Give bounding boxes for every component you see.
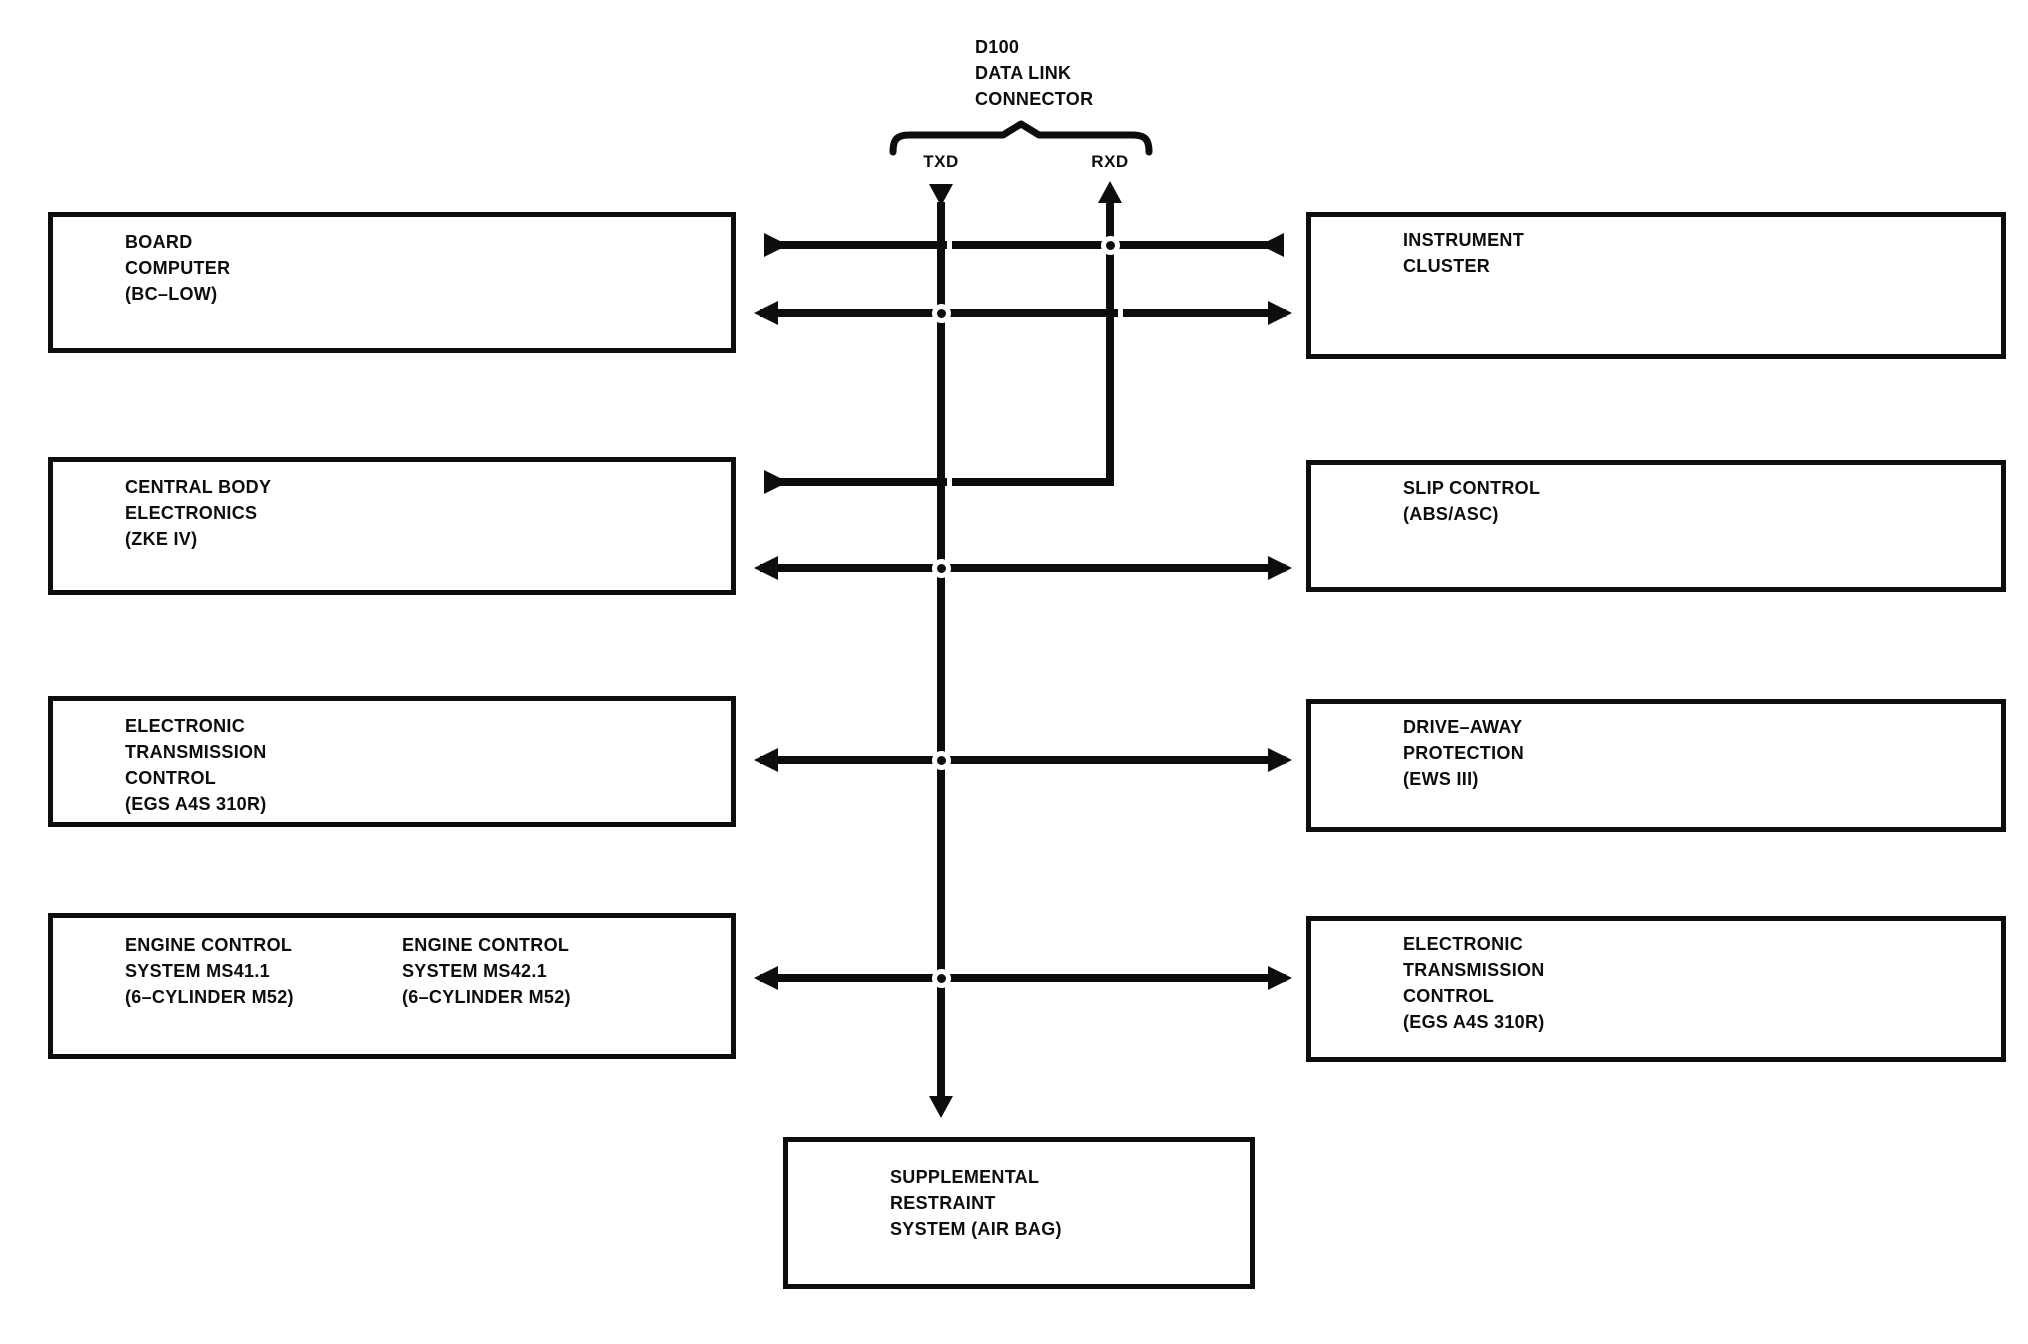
box-line: (ABS/ASC): [1403, 504, 1499, 524]
box-drive-away-protection: DRIVE–AWAY PROTECTION (EWS III): [1306, 699, 2006, 832]
box-line: ELECTRONIC: [1403, 934, 1523, 954]
row2-txd-right-arrowhead-icon: [1268, 556, 1292, 580]
txd-junction-node-row1: [932, 304, 951, 323]
box-line: ELECTRONIC: [125, 716, 245, 736]
row3-txd-left-arrowhead-icon: [754, 748, 778, 772]
txd-bus-line: [937, 202, 945, 1096]
row1-lower-crossover-gap: [1118, 307, 1123, 319]
brace-icon: [889, 120, 1153, 156]
row3-txd-right-arrowhead-icon: [1268, 748, 1292, 772]
txd-bottom-arrowhead-down-icon: [929, 1096, 953, 1118]
box-electronic-transmission-control-right: ELECTRONIC TRANSMISSION CONTROL (EGS A4S…: [1306, 916, 2006, 1062]
box-line: SYSTEM MS42.1: [402, 961, 547, 981]
rxd-bus-line: [1106, 199, 1114, 486]
txd-junction-node-row4: [932, 969, 951, 988]
row3-txd-branch-line: [760, 756, 1286, 764]
row2-upper-crossover-gap: [947, 476, 952, 488]
connector-label-line3: CONNECTOR: [975, 89, 1094, 109]
txd-junction-node-row2: [932, 559, 951, 578]
box-line: INSTRUMENT: [1403, 230, 1524, 250]
rxd-pin-label: RXD: [1091, 152, 1129, 171]
box-line: (6–CYLINDER M52): [125, 987, 294, 1007]
txd-top-arrowhead-down-icon: [929, 184, 953, 206]
box-supplemental-restraint-system: SUPPLEMENTAL RESTRAINT SYSTEM (AIR BAG): [783, 1137, 1255, 1289]
box-line: SLIP CONTROL: [1403, 478, 1541, 498]
box-line: SUPPLEMENTAL: [890, 1167, 1040, 1187]
rxd-junction-node-row1: [1101, 236, 1120, 255]
row1-txd-right-arrowhead-icon: [1268, 301, 1292, 325]
box-engine-control-systems: ENGINE CONTROL SYSTEM MS41.1 (6–CYLINDER…: [48, 913, 736, 1059]
box-line: TRANSMISSION: [125, 742, 267, 762]
row4-txd-branch-line: [760, 974, 1286, 982]
box-line: (EWS III): [1403, 769, 1479, 789]
box-line: DRIVE–AWAY: [1403, 717, 1523, 737]
connector-id: D100: [975, 37, 1020, 57]
box-line: (BC–LOW): [125, 284, 218, 304]
connector-label-line2: DATA LINK: [975, 63, 1072, 83]
box-line: (EGS A4S 310R): [1403, 1012, 1545, 1032]
box-central-body-electronics: CENTRAL BODY ELECTRONICS (ZKE IV): [48, 457, 736, 595]
row4-txd-right-arrowhead-icon: [1268, 966, 1292, 990]
box-line: (6–CYLINDER M52): [402, 987, 571, 1007]
row2-txd-branch-line: [760, 564, 1286, 572]
row1-txd-branch-line: [760, 309, 1286, 317]
row2-rxd-branch-line: [768, 478, 1114, 486]
box-line: ELECTRONICS: [125, 503, 258, 523]
box-line: SYSTEM (AIR BAG): [890, 1219, 1062, 1239]
box-slip-control: SLIP CONTROL (ABS/ASC): [1306, 460, 2006, 592]
row1-upper-crossover-gap: [947, 239, 952, 251]
row2-rxd-left-arrowhead-icon: [764, 470, 788, 494]
box-line: (ZKE IV): [125, 529, 198, 549]
box-line: (EGS A4S 310R): [125, 794, 267, 814]
box-line: CENTRAL BODY: [125, 477, 272, 497]
txd-junction-node-row3: [932, 751, 951, 770]
box-electronic-transmission-control-left: ELECTRONIC TRANSMISSION CONTROL (EGS A4S…: [48, 696, 736, 827]
box-instrument-cluster: INSTRUMENT CLUSTER: [1306, 212, 2006, 359]
box-line: CONTROL: [1403, 986, 1495, 1006]
box-line: ENGINE CONTROL: [125, 935, 293, 955]
row1-rxd-left-arrowhead-icon: [764, 233, 788, 257]
box-board-computer: BOARD COMPUTER (BC–LOW): [48, 212, 736, 353]
box-line: ENGINE CONTROL: [402, 935, 570, 955]
box-line: PROTECTION: [1403, 743, 1525, 763]
box-line: RESTRAINT: [890, 1193, 996, 1213]
box-line: BOARD: [125, 232, 193, 252]
row1-txd-left-arrowhead-icon: [754, 301, 778, 325]
row4-txd-left-arrowhead-icon: [754, 966, 778, 990]
rxd-top-arrowhead-up-icon: [1098, 181, 1122, 203]
box-line: CONTROL: [125, 768, 217, 788]
txd-pin-label: TXD: [923, 152, 959, 171]
row1-rxd-right-arrowhead-icon: [1260, 233, 1284, 257]
box-line: TRANSMISSION: [1403, 960, 1545, 980]
box-line: SYSTEM MS41.1: [125, 961, 270, 981]
row1-rxd-branch-line: [768, 241, 1284, 249]
connector-header: D100 DATA LINK CONNECTOR: [975, 34, 1093, 112]
row2-txd-left-arrowhead-icon: [754, 556, 778, 580]
box-line: CLUSTER: [1403, 256, 1491, 276]
box-line: COMPUTER: [125, 258, 231, 278]
